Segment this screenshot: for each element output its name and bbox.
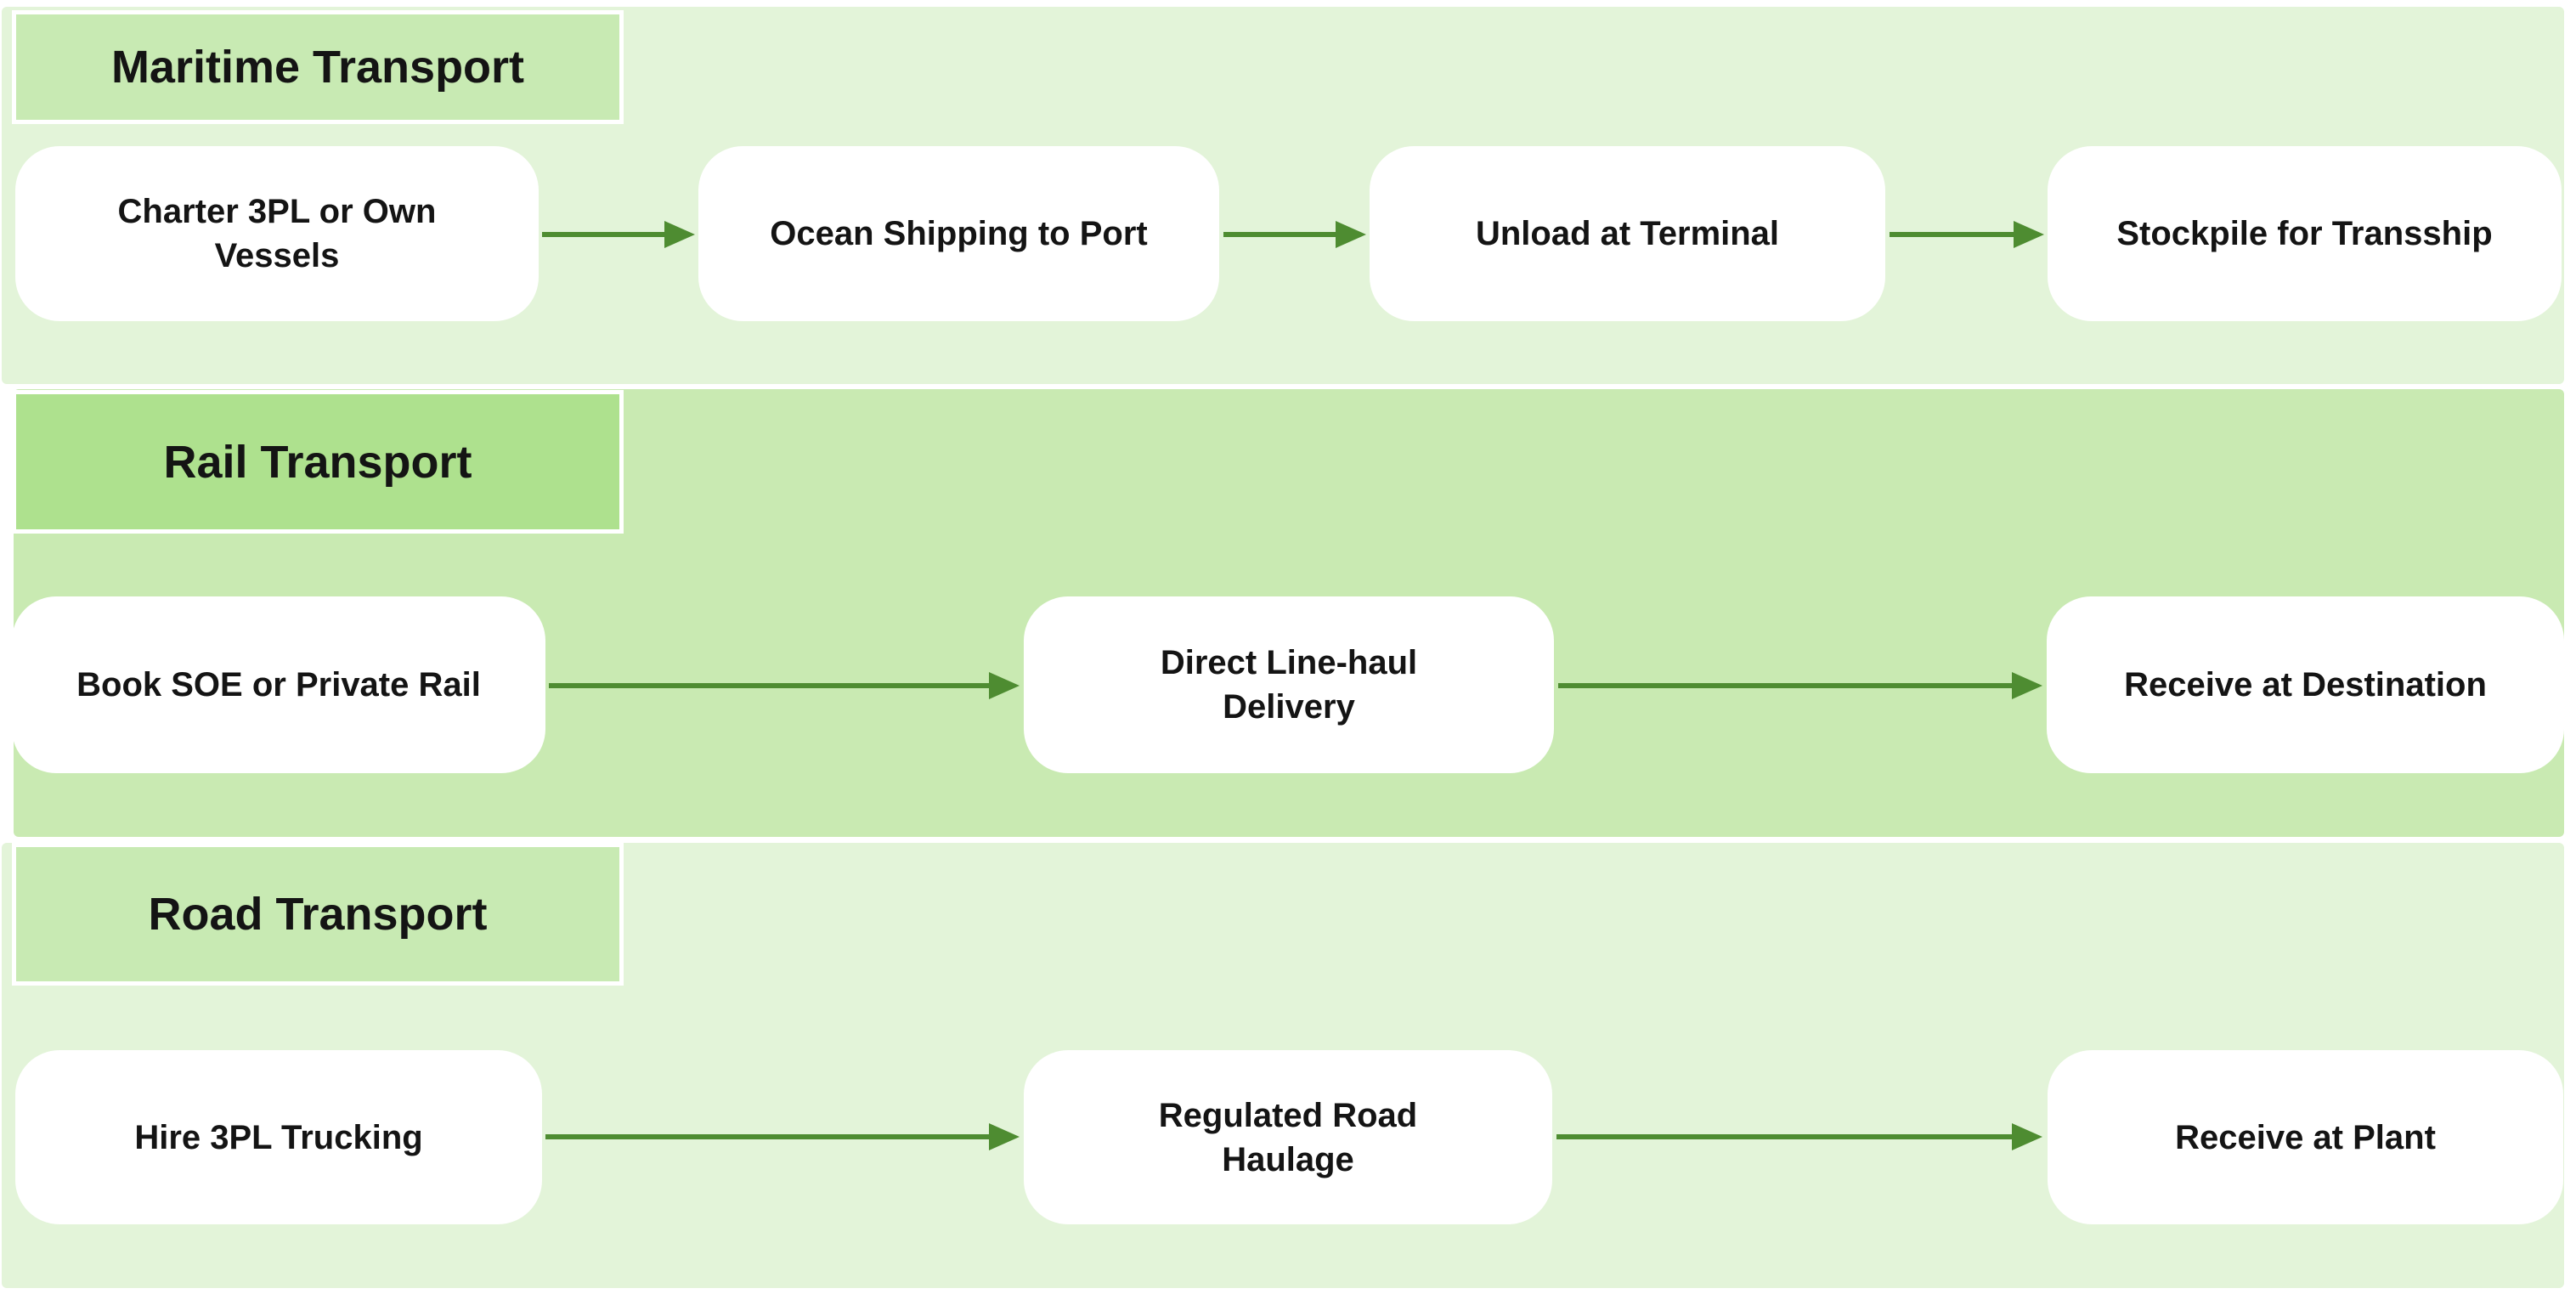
flow-arrow [1556, 1134, 2014, 1139]
node-receive-at-plant: Receive at Plant [2048, 1050, 2563, 1224]
flow-arrow [542, 232, 666, 237]
lane-road-header: Road Transport [12, 843, 624, 986]
flow-arrow [1890, 232, 2015, 237]
node-stockpile-for-transship: Stockpile for Transship [2048, 146, 2562, 321]
flow-arrow [549, 683, 991, 688]
node-charter-3pl-or-own-vessels: Charter 3PL or Own Vessels [15, 146, 539, 321]
lane-maritime-header: Maritime Transport [12, 10, 624, 124]
flow-arrow [1223, 232, 1337, 237]
lane-rail-header: Rail Transport [12, 390, 624, 534]
lane-maritime-title: Maritime Transport [110, 42, 525, 93]
node-direct-line-haul-delivery: Direct Line-haul Delivery [1024, 596, 1554, 773]
node-unload-at-terminal: Unload at Terminal [1370, 146, 1885, 321]
node-regulated-road-haulage: Regulated Road Haulage [1024, 1050, 1552, 1224]
node-book-soe-or-private-rail: Book SOE or Private Rail [12, 596, 545, 773]
flow-arrow [545, 1134, 991, 1139]
node-receive-at-destination: Receive at Destination [2047, 596, 2564, 773]
flow-arrow [1558, 683, 2014, 688]
node-ocean-shipping-to-port: Ocean Shipping to Port [698, 146, 1219, 321]
node-hire-3pl-trucking: Hire 3PL Trucking [15, 1050, 542, 1224]
lane-road-title: Road Transport [148, 889, 488, 940]
lane-rail-title: Rail Transport [163, 436, 472, 488]
